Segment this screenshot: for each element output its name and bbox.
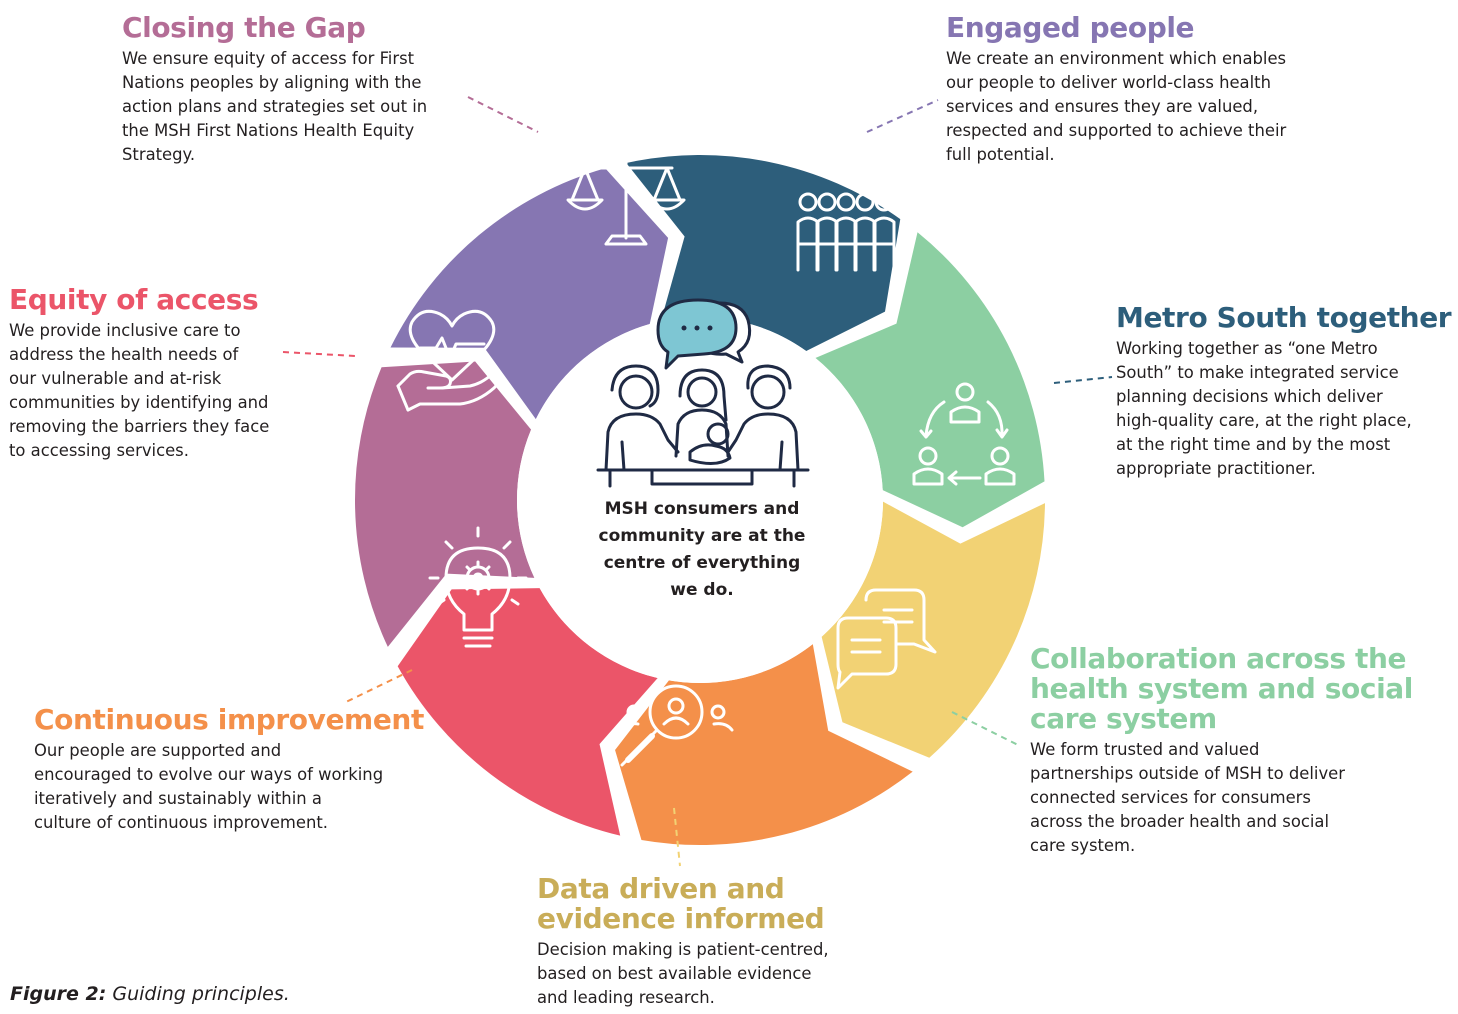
- metro-south-together-title: Metro South together: [1116, 301, 1452, 334]
- engaged-people-text: We create an environment which enables o…: [946, 49, 1287, 164]
- collaboration-title: Collaboration across the health system a…: [1030, 642, 1413, 735]
- connector-equity: [282, 351, 356, 357]
- metro-south-together-text: Working together as “one Metro South” to…: [1116, 339, 1412, 478]
- continuous-improvement-title: Continuous improvement: [34, 703, 424, 736]
- equity-of-access-title: Equity of access: [9, 283, 259, 316]
- connector-collab: [951, 711, 1021, 747]
- connector-data: [673, 807, 681, 867]
- collaboration-text: We form trusted and valued partnerships …: [1030, 740, 1345, 855]
- lightbulb-gear-icon: [428, 526, 528, 648]
- principle-collaboration: Collaboration across the health system a…: [1030, 644, 1413, 858]
- centre-circle: [517, 317, 883, 683]
- segment-engaged-people: [390, 168, 669, 420]
- magnifier-person-icon: [618, 664, 734, 767]
- principle-engaged-people: Engaged people We create an environment …: [946, 12, 1286, 167]
- closing-the-gap-text: We ensure equity of access for First Nat…: [122, 49, 428, 164]
- engaged-people-title: Engaged people: [946, 11, 1195, 44]
- connector-lines: [282, 96, 1113, 867]
- continuous-improvement-text: Our people are supported and encouraged …: [34, 741, 384, 832]
- equity-of-access-text: We provide inclusive care to address the…: [9, 321, 270, 460]
- segment-collaboration: [815, 232, 1045, 528]
- principle-metro-south-together: Metro South together Working together as…: [1116, 301, 1452, 481]
- speech-bubble-icon: [656, 298, 752, 370]
- people-cycle-icon: [912, 382, 1016, 486]
- principle-closing-the-gap: Closing the Gap We ensure equity of acce…: [122, 12, 427, 167]
- figure-label: Figure 2:: [10, 983, 107, 1005]
- connector-closing-gap: [467, 96, 539, 133]
- principle-equity-of-access: Equity of access We provide inclusive ca…: [9, 284, 269, 463]
- connector-continuous: [345, 669, 413, 703]
- principle-data-driven: Data driven and evidence informed Decisi…: [537, 874, 829, 1010]
- family-conversation-icon: [596, 298, 810, 488]
- chat-bubbles-icon: [836, 588, 937, 690]
- heart-in-hand-icon: [396, 309, 500, 412]
- figure-caption-text: Guiding principles.: [106, 983, 290, 1005]
- segment-continuous-improvement: [615, 644, 913, 846]
- closing-the-gap-title: Closing the Gap: [122, 11, 366, 44]
- segment-data-driven: [821, 501, 1045, 758]
- group-of-people-icon: [796, 192, 896, 272]
- data-driven-title: Data driven and evidence informed: [537, 872, 825, 935]
- segment-equity-of-access: [397, 588, 658, 836]
- centre-statement: MSH consumers and community are at the c…: [598, 499, 806, 600]
- connector-metro: [1053, 376, 1113, 384]
- data-driven-text: Decision making is patient-centred, base…: [537, 940, 829, 1007]
- connector-engaged: [866, 99, 939, 133]
- scales-of-justice-icon: [566, 148, 686, 246]
- figure-caption: Figure 2: Guiding principles.: [10, 983, 290, 1005]
- principle-continuous-improvement: Continuous improvement Our people are su…: [34, 704, 424, 835]
- wheel-segments: [354, 155, 1045, 846]
